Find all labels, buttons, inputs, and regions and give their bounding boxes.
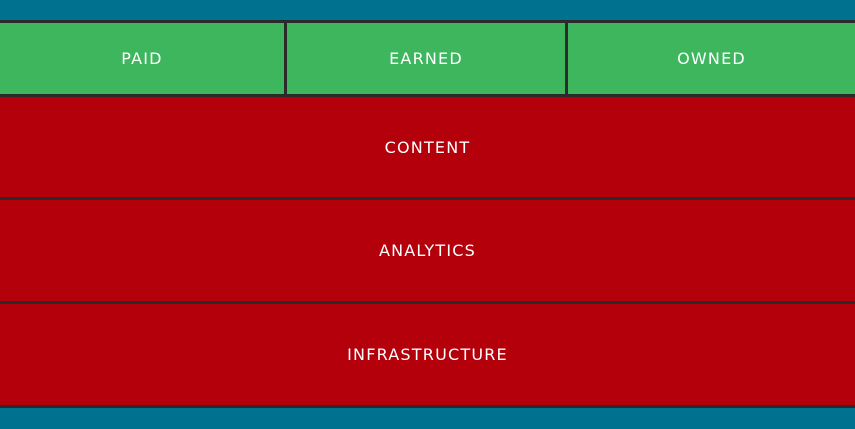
block-earned-label: EARNED (389, 49, 463, 68)
block-paid: PAID (0, 23, 284, 94)
block-infrastructure-label: INFRASTRUCTURE (347, 345, 508, 364)
block-infrastructure: INFRASTRUCTURE (0, 304, 855, 405)
vertical-separator (284, 23, 287, 94)
block-content: CONTENT (0, 97, 855, 197)
block-analytics-label: ANALYTICS (378, 241, 477, 260)
bottom-border (0, 405, 855, 408)
row-divider (0, 197, 855, 200)
media-channels-row: PAID EARNED OWNED (0, 23, 855, 94)
block-owned-label: OWNED (677, 49, 746, 68)
layer-analytics-row: ANALYTICS (0, 200, 855, 301)
top-border (0, 20, 855, 23)
vertical-separator (565, 23, 568, 94)
block-analytics: ANALYTICS (0, 200, 855, 301)
row-divider (0, 94, 855, 97)
row-divider (0, 301, 855, 304)
block-content-label: CONTENT (384, 137, 471, 157)
layer-infrastructure-row: INFRASTRUCTURE (0, 304, 855, 405)
block-owned: OWNED (568, 23, 855, 94)
layer-content-row: CONTENT (0, 97, 855, 197)
block-paid-label: PAID (121, 49, 163, 68)
block-earned: EARNED (287, 23, 565, 94)
